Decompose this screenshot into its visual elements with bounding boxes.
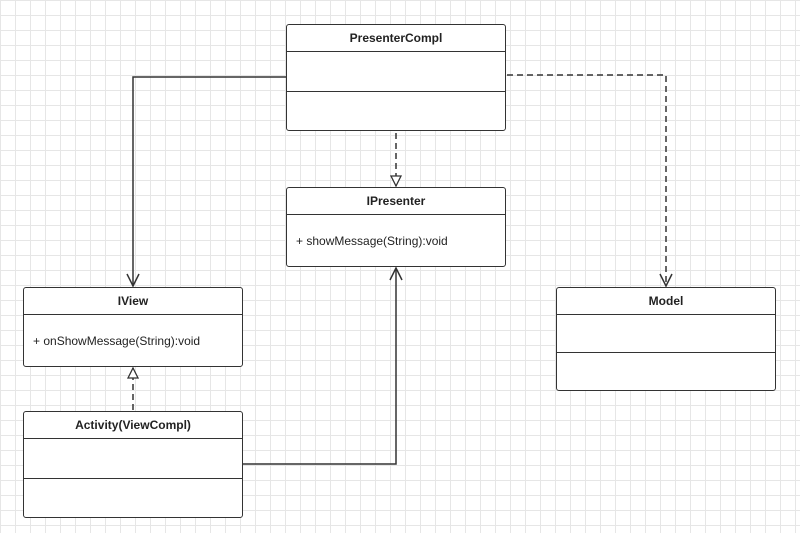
- class-ipresenter[interactable]: IPresenter + showMessage(String):void: [286, 187, 506, 267]
- class-name: IView: [24, 288, 242, 315]
- association-presentercompl-iview: [133, 76, 286, 286]
- class-iview[interactable]: IView + onShowMessage(String):void: [23, 287, 243, 367]
- association-activity-ipresenter: [243, 268, 396, 465]
- operations-compartment: [24, 479, 242, 518]
- operation-show-message: + showMessage(String):void: [296, 233, 448, 248]
- class-model[interactable]: Model: [556, 287, 776, 391]
- operations-compartment: [287, 92, 505, 131]
- dependency-presentercompl-model: [507, 74, 666, 286]
- class-presentercompl[interactable]: PresenterCompl: [286, 24, 506, 131]
- operation-on-show-message: + onShowMessage(String):void: [33, 333, 201, 348]
- class-activity-viewcompl[interactable]: Activity(ViewCompl): [23, 411, 243, 518]
- class-name: Activity(ViewCompl): [24, 412, 242, 439]
- operations-compartment: [557, 353, 775, 390]
- class-name: Model: [557, 288, 775, 315]
- attributes-compartment: [557, 315, 775, 353]
- attributes-compartment: [24, 439, 242, 479]
- operations-compartment: + showMessage(String):void: [287, 215, 505, 266]
- attributes-compartment: [287, 52, 505, 92]
- class-name: IPresenter: [287, 188, 505, 215]
- operations-compartment: + onShowMessage(String):void: [24, 315, 242, 366]
- class-name: PresenterCompl: [287, 25, 505, 52]
